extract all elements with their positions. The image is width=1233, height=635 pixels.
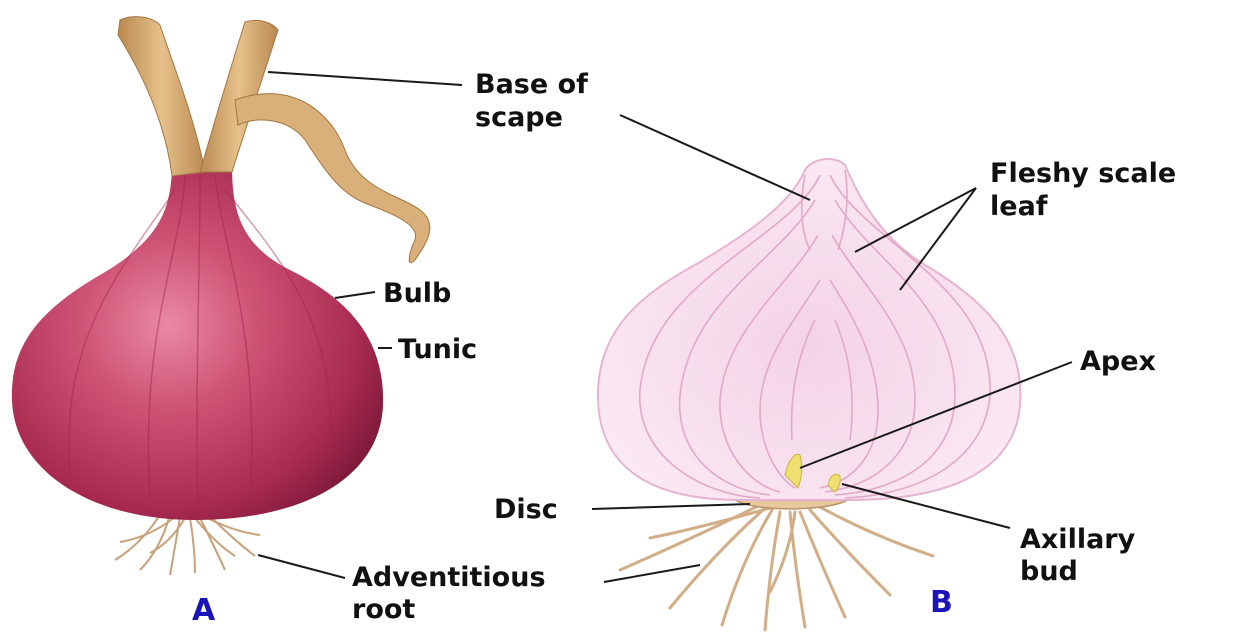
leader-adventitious-root-b	[604, 565, 700, 582]
label-disc: Disc	[494, 494, 558, 525]
label-apex: Apex	[1080, 346, 1156, 377]
adventitious-roots-a	[115, 515, 260, 575]
label-axillary-bud-line2: bud	[1020, 556, 1078, 587]
leader-base-of-scape-b	[620, 115, 810, 200]
leader-base-of-scape-a	[268, 72, 462, 85]
onion-whole-illustration: A	[12, 17, 430, 628]
leader-adventitious-root-a	[258, 555, 345, 578]
leader-disc	[592, 504, 750, 509]
label-base-of-scape-line2: scape	[475, 102, 563, 133]
adventitious-roots-b	[620, 505, 933, 630]
leader-bulb	[335, 292, 375, 298]
onion-section-illustration: B	[598, 159, 1020, 630]
label-base-of-scape-line1: Base of	[475, 69, 588, 100]
label-adventitious-root-line1: Adventitious	[352, 562, 546, 593]
figure-a-tag: A	[192, 593, 216, 628]
label-bulb: Bulb	[383, 278, 451, 309]
label-tunic: Tunic	[398, 334, 477, 365]
label-fleshy-scale-leaf-line2: leaf	[990, 191, 1048, 222]
label-fleshy-scale-leaf-line1: Fleshy scale	[990, 158, 1176, 189]
label-adventitious-root-line2: root	[352, 594, 415, 625]
figure-b-tag: B	[930, 585, 953, 620]
scape-wisp	[235, 94, 430, 263]
scape-leaf-left	[118, 17, 205, 176]
label-axillary-bud-line1: Axillary	[1020, 524, 1136, 555]
